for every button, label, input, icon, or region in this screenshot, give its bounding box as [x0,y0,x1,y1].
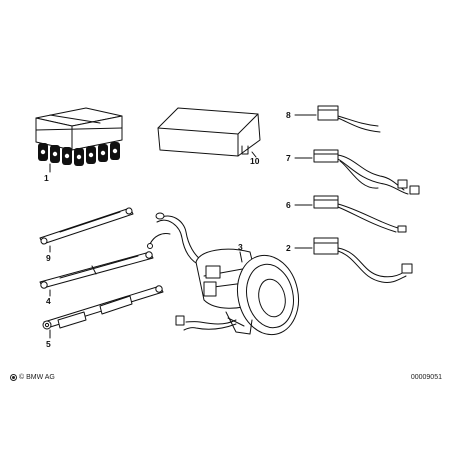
copyright-text: © BMW AG [19,374,55,381]
part-5-strap-sleeve [42,285,164,339]
part-3-fog-lamp [147,212,300,336]
part-1-connector-block [35,107,123,173]
part-9-ground-strap [39,207,134,253]
callout-2: 2 [286,243,291,253]
callout-1: 1 [44,173,49,183]
callout-4: 4 [46,296,51,306]
part-8-relay [294,105,381,133]
document-number: 00009051 [410,374,442,381]
part-10-cover [157,107,261,158]
callout-8: 8 [286,110,291,120]
part-6-relay-lead [294,195,407,233]
bmw-roundel-icon [10,374,17,381]
part-2-relay-plug [294,237,413,283]
callout-10: 10 [250,156,260,166]
callout-labels: 1 10 8 7 6 2 3 9 4 5 [44,110,291,349]
part-4-ground-strap [39,251,154,297]
callout-7: 7 [286,153,291,163]
callout-9: 9 [46,253,51,263]
part-7-relay-harness [294,149,420,195]
callout-5: 5 [46,339,51,349]
callout-3: 3 [238,242,243,252]
copyright-notice: © BMW AG [10,374,55,381]
callout-6: 6 [286,200,291,210]
